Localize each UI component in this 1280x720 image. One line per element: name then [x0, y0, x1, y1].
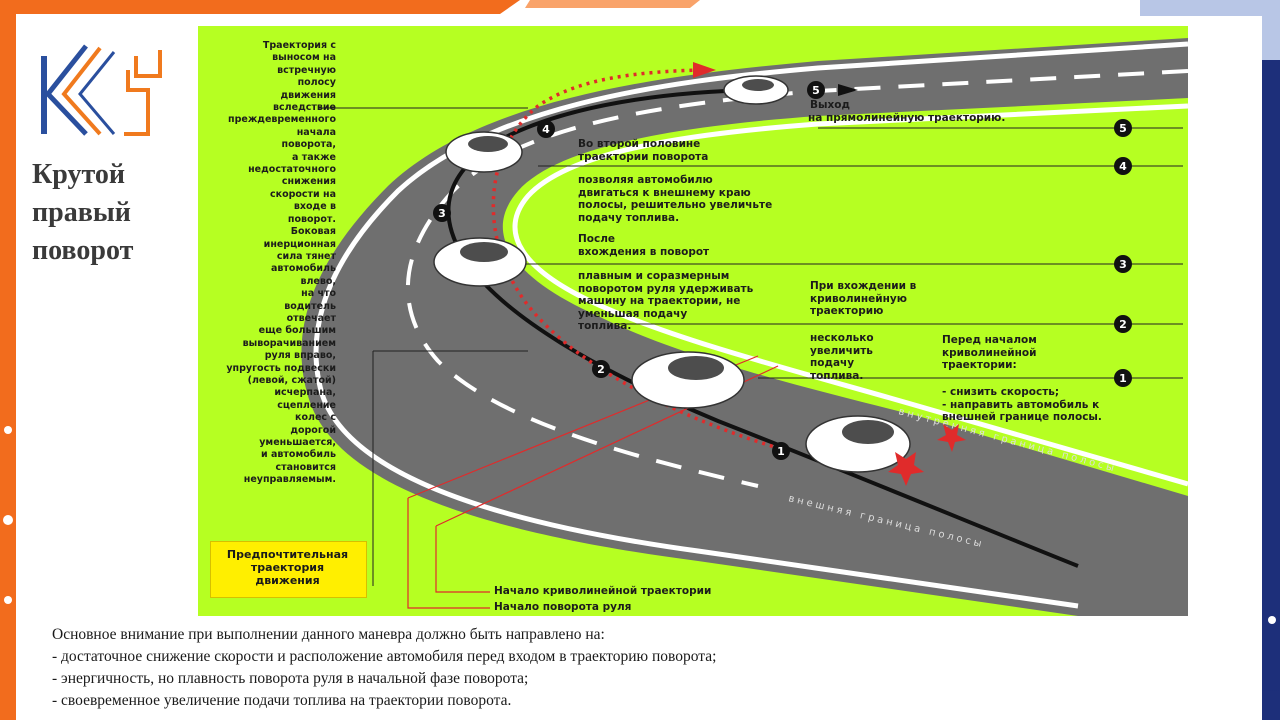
svg-text:4: 4 [1119, 160, 1127, 173]
notes-item: - своевременное увеличение подачи топлив… [52, 692, 512, 709]
step-marker-5: 5 [807, 81, 825, 99]
step3-label: После вхождения в поворот [578, 233, 710, 258]
exit-label: Выход на прямолинейную траекторию. [808, 99, 1006, 124]
steer-start-label: Начало поворота руля [494, 601, 632, 613]
car-position-2 [631, 351, 745, 409]
step1-detail: - снизить скорость; - направить автомоби… [942, 386, 1102, 423]
svg-text:1: 1 [777, 445, 785, 458]
outer-edge-line [313, 41, 1188, 609]
step2-label: При вхождении в криволинейную траекторию [810, 280, 917, 317]
notes-item: - достаточное снижение скорости и распол… [52, 648, 717, 665]
legend-label: Предпочтительная траектория движения [226, 548, 349, 587]
title-line: Крутой [32, 159, 126, 190]
preferred-trajectory [446, 88, 1079, 568]
notes-item: - энергичность, но плавность поворота ру… [52, 670, 529, 687]
svg-text:2: 2 [597, 363, 605, 376]
k54-logo [41, 44, 162, 136]
svg-text:2: 2 [1119, 318, 1127, 331]
step-marker-4: 4 [537, 120, 555, 138]
legend-box [210, 541, 367, 598]
step3-detail: плавным и соразмерным поворотом руля уде… [578, 270, 754, 332]
curve-start-line [435, 526, 490, 593]
step1-label: Перед началом криволинейной траектории: [942, 334, 1037, 371]
svg-text:3: 3 [1119, 258, 1127, 271]
curve-start-label: Начало криволинейной траектории [494, 585, 712, 597]
title-line: поворот [32, 235, 134, 266]
road-illustration: внешняя граница полосы внутренняя границ… [198, 26, 1188, 616]
car-position-1 [805, 415, 911, 473]
center-line [405, 69, 1188, 488]
step-marker-3: 3 [433, 204, 451, 222]
steer-start-line [407, 498, 490, 609]
car-position-4 [445, 131, 523, 173]
svg-text:5: 5 [1119, 122, 1127, 135]
inner-edge-line [512, 103, 1188, 487]
wrong-trajectory-arrow [693, 62, 716, 78]
road [301, 38, 1188, 616]
car-position-3 [433, 237, 527, 287]
skid-star [888, 452, 924, 486]
turn-diagram: внешняя граница полосы внутренняя границ… [198, 26, 1188, 616]
step4-detail: позволяя автомобилю двигаться к внешнему… [578, 174, 773, 224]
step-marker-right-4: 4 [1114, 157, 1132, 175]
step-marker-right-5: 5 [1114, 119, 1132, 137]
maneuver-notes: Основное внимание при выполнении данного… [52, 624, 952, 712]
svg-text:1: 1 [1119, 372, 1127, 385]
step4-label: Во второй половине траектории поворота [578, 138, 709, 163]
svg-text:3: 3 [438, 207, 446, 220]
skid-star [937, 424, 966, 452]
notes-intro: Основное внимание при выполнении данного… [52, 626, 605, 643]
svg-text:4: 4 [542, 123, 550, 136]
step-marker-right-1: 1 [1114, 369, 1132, 387]
svg-text:5: 5 [812, 84, 820, 97]
exit-arrow [838, 84, 858, 96]
car-position-5 [723, 75, 789, 105]
title-line: правый [32, 197, 131, 228]
step-marker-right-3: 3 [1114, 255, 1132, 273]
step2-detail: несколько увеличить подачу топлива. [810, 332, 874, 382]
step-marker-right-2: 2 [1114, 315, 1132, 333]
step-marker-1: 1 [772, 442, 790, 460]
step-marker-2: 2 [592, 360, 610, 378]
slide-title: Крутой правый поворот [32, 156, 192, 270]
